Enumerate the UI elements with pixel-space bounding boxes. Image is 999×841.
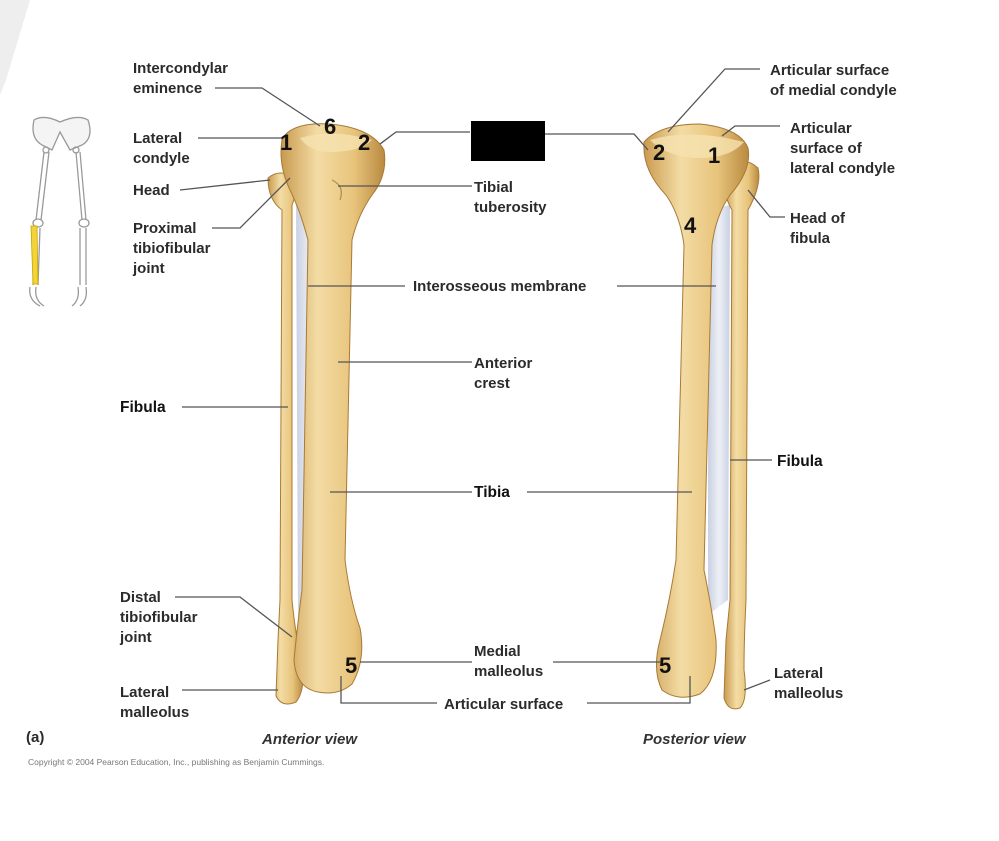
number-marker-anterior-5: 5 <box>345 653 357 678</box>
anterior-view-caption: Anterior view <box>261 731 358 748</box>
number-marker-anterior-1: 1 <box>280 130 292 155</box>
anterior-leg-bones <box>267 123 386 705</box>
label-articular-surface: Articular surface <box>444 696 563 713</box>
label-intercondylar-eminence: Intercondylar eminence <box>133 60 232 97</box>
label-anterior-crest: Anterior crest <box>474 355 537 392</box>
leader-lines <box>175 68 785 704</box>
anterior-tibia-bone <box>280 123 386 694</box>
label-interosseous-membrane: Interosseous membrane <box>413 278 586 295</box>
label-articular-surface-lateral-condyle: Articular surface of lateral condyle <box>790 120 895 177</box>
highlighted-tibia-icon <box>30 225 39 285</box>
label-distal-tibiofibular-joint: Distal tibiofibular joint <box>119 589 202 646</box>
panel-label: (a) <box>26 729 44 746</box>
label-fibula-posterior: Fibula <box>777 453 823 470</box>
number-marker-anterior-2: 2 <box>358 130 370 155</box>
label-tibial-tuberosity: Tibial tuberosity <box>474 179 547 216</box>
skeleton-thumbnail <box>29 116 91 307</box>
redacted-label-box <box>471 121 545 161</box>
label-lateral-malleolus-posterior: Lateral malleolus <box>774 665 843 702</box>
corner-artifact <box>0 0 30 95</box>
copyright-notice: Copyright © 2004 Pearson Education, Inc.… <box>28 757 324 767</box>
posterior-fibula-bone <box>723 160 760 710</box>
number-marker-anterior-6: 6 <box>324 114 336 139</box>
posterior-interosseous-membrane <box>708 205 730 615</box>
label-head: Head <box>133 182 170 199</box>
label-medial-malleolus: Medial malleolus <box>474 643 543 680</box>
posterior-view-caption: Posterior view <box>643 731 747 748</box>
label-head-of-fibula: Head of fibula <box>790 210 849 247</box>
posterior-leg-bones <box>643 123 760 710</box>
label-proximal-tibiofibular-joint: Proximal tibiofibular joint <box>132 220 215 277</box>
number-marker-posterior-2: 2 <box>653 140 665 165</box>
label-lateral-condyle: Lateral condyle <box>133 130 190 167</box>
label-lateral-malleolus-anterior: Lateral malleolus <box>120 684 189 721</box>
label-fibula-anterior: Fibula <box>120 399 166 416</box>
posterior-tibia-bone <box>643 123 750 698</box>
label-articular-surface-medial-condyle: Articular surface of medial condyle <box>770 62 897 99</box>
number-marker-posterior-5: 5 <box>659 653 671 678</box>
label-tibia: Tibia <box>474 484 510 501</box>
number-marker-posterior-4: 4 <box>684 213 697 238</box>
number-marker-posterior-1: 1 <box>708 143 720 168</box>
